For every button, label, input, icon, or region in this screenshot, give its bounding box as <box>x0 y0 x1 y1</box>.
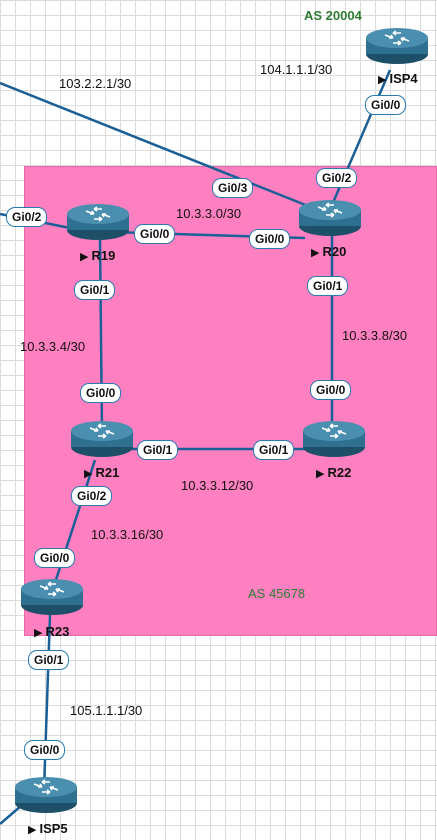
network-r19-r20: 10.3.3.0/30 <box>176 206 242 221</box>
router-r23-label: ▶R23 <box>34 624 70 639</box>
router-r19-name: R19 <box>91 248 116 263</box>
network-103: 103.2.2.1/30 <box>59 76 132 91</box>
link-r19-r21 <box>98 239 104 433</box>
iface-r20-gi03[interactable]: Gi0/3 <box>212 178 254 198</box>
router-r22[interactable] <box>302 420 366 458</box>
iface-r21-gi01[interactable]: Gi0/1 <box>137 440 179 460</box>
iface-r21-gi00[interactable]: Gi0/0 <box>80 383 122 403</box>
router-icon <box>303 421 365 457</box>
iface-r20-gi01[interactable]: Gi0/1 <box>307 276 349 296</box>
router-r21[interactable] <box>70 420 134 458</box>
router-r23-name: R23 <box>45 624 70 639</box>
router-icon <box>15 777 77 813</box>
iface-r22-gi01[interactable]: Gi0/1 <box>253 440 295 460</box>
link-r21-r23 <box>50 459 97 593</box>
iface-r20-gi02[interactable]: Gi0/2 <box>316 168 358 188</box>
iface-r20-gi00[interactable]: Gi0/0 <box>249 229 291 249</box>
router-icon <box>299 200 361 236</box>
link-r23-isp5 <box>42 614 52 791</box>
router-r19[interactable] <box>66 203 130 241</box>
iface-r21-gi02[interactable]: Gi0/2 <box>71 486 113 506</box>
link-isp5-left <box>0 804 23 825</box>
router-isp4-label: ▶ISP4 <box>378 71 418 86</box>
router-r20-name: R20 <box>322 244 347 259</box>
network-r20-r22: 10.3.3.8/30 <box>342 328 408 343</box>
router-r20[interactable] <box>298 199 362 237</box>
network-105: 105.1.1.1/30 <box>70 703 143 718</box>
router-isp4-name: ISP4 <box>389 71 418 86</box>
router-r21-label: ▶R21 <box>84 465 120 480</box>
router-r21-name: R21 <box>95 465 120 480</box>
router-icon <box>21 579 83 615</box>
iface-isp5-gi00[interactable]: Gi0/0 <box>24 740 66 760</box>
iface-r23-gi01[interactable]: Gi0/1 <box>28 650 70 670</box>
router-r22-name: R22 <box>327 465 352 480</box>
router-r19-label: ▶R19 <box>80 248 116 263</box>
iface-r22-gi00[interactable]: Gi0/0 <box>310 380 352 400</box>
router-icon <box>366 28 428 64</box>
router-icon <box>67 204 129 240</box>
iface-r19-gi01[interactable]: Gi0/1 <box>74 280 116 300</box>
router-r20-label: ▶R20 <box>311 244 347 259</box>
network-104: 104.1.1.1/30 <box>260 62 333 77</box>
network-r19-r21: 10.3.3.4/30 <box>20 339 86 354</box>
router-r23[interactable] <box>20 578 84 616</box>
router-isp4[interactable] <box>365 27 429 65</box>
iface-r23-gi00[interactable]: Gi0/0 <box>34 548 76 568</box>
iface-r19-gi02[interactable]: Gi0/2 <box>6 207 48 227</box>
iface-r19-gi00[interactable]: Gi0/0 <box>134 224 176 244</box>
router-isp5-label: ▶ISP5 <box>28 821 68 836</box>
iface-isp4-gi00[interactable]: Gi0/0 <box>365 95 407 115</box>
router-icon <box>71 421 133 457</box>
as-20004-label: AS 20004 <box>304 8 362 23</box>
router-isp5[interactable] <box>14 776 78 814</box>
network-r21-r23: 10.3.3.16/30 <box>91 527 164 542</box>
as-45678-label: AS 45678 <box>248 586 306 601</box>
link-r20-upstream <box>0 81 329 216</box>
router-isp5-name: ISP5 <box>39 821 68 836</box>
router-r22-label: ▶R22 <box>316 465 352 480</box>
network-r21-r22: 10.3.3.12/30 <box>181 478 254 493</box>
